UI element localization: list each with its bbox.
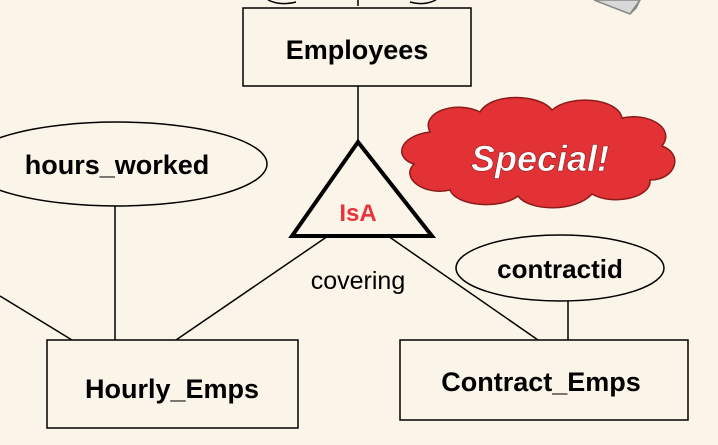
line-left-offscreen: [0, 295, 73, 341]
entity-employees[interactable]: Employees: [242, 7, 472, 87]
top-right-shape: [593, 0, 641, 15]
covering-label: covering: [311, 267, 406, 295]
attribute-contractid[interactable]: contractid: [455, 234, 665, 302]
relationship-lines: [0, 86, 569, 341]
attribute-contractid-label: contractid: [497, 254, 623, 284]
isa-label: IsA: [339, 200, 376, 227]
line-isa-contract: [387, 235, 539, 341]
employees-top-connectors: [267, 0, 437, 6]
attribute-hours-worked[interactable]: hours_worked: [0, 121, 268, 207]
line-isa-hourly: [175, 235, 329, 341]
entity-hourly-emps[interactable]: Hourly_Emps: [46, 339, 299, 429]
entity-contract-emps-label: Contract_Emps: [441, 367, 641, 397]
entity-contract-emps[interactable]: Contract_Emps: [399, 339, 689, 421]
special-callout-text: Special!: [471, 138, 609, 179]
attribute-hours-worked-label: hours_worked: [25, 150, 210, 180]
entity-employees-label: Employees: [286, 35, 429, 65]
isa-triangle[interactable]: IsA: [288, 138, 437, 238]
entity-hourly-emps-label: Hourly_Emps: [85, 374, 259, 404]
special-callout-cloud: Special!: [401, 96, 676, 209]
